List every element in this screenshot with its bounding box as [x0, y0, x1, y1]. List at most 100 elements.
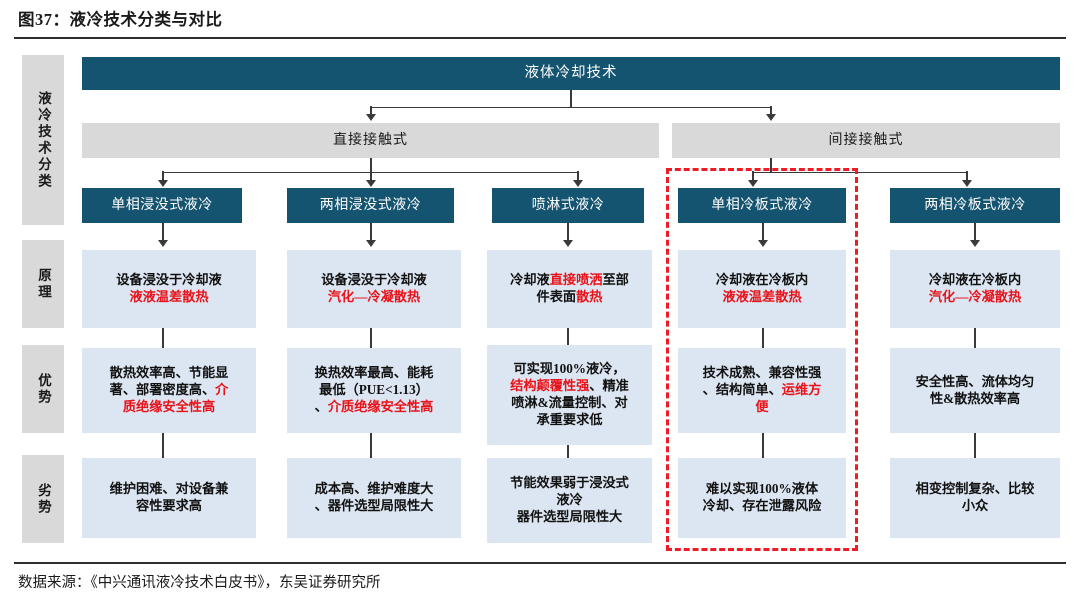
disadvantage-cell-2-line1: 成本高、维护难度大	[314, 481, 434, 497]
advantage-cell-2-line1: 换热效率最高、能耗	[314, 365, 434, 381]
connector-indirect-bar	[753, 171, 968, 173]
disadvantage-cell-5-line1: 相变控制复杂、比较	[915, 481, 1035, 497]
principle-cell-4-line2: 液液温差散热	[722, 289, 802, 304]
row-label-classification: 液冷技术分类	[22, 55, 64, 225]
title-divider	[14, 37, 1066, 39]
advantage-cell-5[interactable]: 安全性高、流体均匀 性&散热效率高	[890, 348, 1060, 433]
advantage-cell-3-line4: 承重要求低	[536, 411, 603, 427]
connector-cat1-principle	[162, 223, 164, 241]
advantage-cell-3-line1: 可实现100%液冷，	[513, 361, 626, 377]
disadvantage-cell-2-line2: 、器件选型局限性大	[314, 498, 434, 513]
disadvantage-cell-5[interactable]: 相变控制复杂、比较 小众	[890, 458, 1060, 538]
connector-advantage4-disadvantage	[762, 433, 764, 458]
disadvantage-cell-5-line2: 小众	[961, 498, 989, 513]
arrow-category-3	[573, 180, 583, 187]
principle-cell-1-line2: 液液温差散热	[129, 289, 209, 304]
connector-principle4-advantage	[762, 328, 764, 348]
arrow-principle-4	[758, 240, 768, 247]
connector-advantage5-disadvantage	[974, 433, 976, 458]
advantage-cell-3-line3: 喷淋&流量控制、对	[511, 395, 628, 410]
category-header-3[interactable]: 喷淋式液冷	[492, 188, 644, 223]
connector-indirect-stem	[770, 158, 772, 172]
advantage-cell-1-line3: 质绝缘安全性高	[122, 398, 216, 414]
disadvantage-cell-4-line2: 冷却、存在泄露风险	[702, 498, 822, 513]
arrow-principle-1	[158, 240, 168, 247]
connector-cat2-principle	[370, 223, 372, 241]
connector-cat3-principle	[567, 223, 569, 241]
advantage-cell-3-line2: 结构颠覆性强、精准	[510, 378, 629, 394]
disadvantage-cell-1[interactable]: 维护困难、对设备兼 容性要求高	[82, 458, 256, 538]
advantage-cell-4-line1: 技术成熟、兼容性强	[702, 365, 822, 381]
principle-cell-5[interactable]: 冷却液在冷板内 汽化—冷凝散热	[890, 250, 1060, 328]
advantage-cell-2-line2: 最低（PUE<1.13）	[319, 382, 429, 398]
principle-cell-3-line1: 冷却液直接喷洒至部	[510, 272, 629, 288]
category-header-2[interactable]: 两相浸没式液冷	[287, 188, 454, 223]
principle-cell-4[interactable]: 冷却液在冷板内 液液温差散热	[678, 250, 846, 328]
row-label-disadvantage: 劣势	[22, 455, 64, 543]
connector-direct-c2	[370, 171, 372, 182]
arrow-category-1	[158, 180, 168, 187]
connector-indirect-c5	[966, 171, 968, 182]
disadvantage-cell-4[interactable]: 难以实现100%液体 冷却、存在泄露风险	[678, 458, 846, 538]
advantage-cell-5-line2: 性&散热效率高	[929, 390, 1021, 406]
row-label-advantage: 优势	[22, 345, 64, 433]
principle-cell-2-line1: 设备浸没于冷却液	[321, 272, 427, 288]
source-note: 数据来源：《中兴通讯液冷技术白皮书》，东吴证券研究所	[18, 575, 381, 591]
connector-direct-c1	[162, 171, 164, 182]
advantage-cell-1-line1: 散热效率高、节能显	[109, 365, 229, 381]
arrow-category-2	[366, 180, 376, 187]
connector-advantage3-disadvantage	[567, 445, 569, 458]
connector-indirect-c4	[752, 171, 754, 182]
principle-cell-3-line2: 件表面散热	[536, 289, 603, 304]
arrow-category-5	[962, 180, 972, 187]
connector-advantage2-disadvantage	[370, 433, 372, 458]
advantage-cell-4-line3: 便	[755, 398, 769, 414]
node-root[interactable]: 液体冷却技术	[82, 57, 1060, 90]
advantage-cell-4[interactable]: 技术成熟、兼容性强 、结构简单、运维方 便	[678, 348, 846, 433]
category-header-5[interactable]: 两相冷板式液冷	[890, 188, 1060, 223]
node-indirect-contact[interactable]: 间接接触式	[672, 123, 1060, 158]
arrow-principle-5	[970, 240, 980, 247]
disadvantage-cell-4-line1: 难以实现100%液体	[705, 481, 819, 497]
connector-cat4-principle	[762, 223, 764, 241]
category-header-4[interactable]: 单相冷板式液冷	[678, 188, 846, 223]
connector-branch-left-drop	[370, 106, 372, 116]
connector-branch-bar	[371, 106, 771, 108]
connector-direct-c3	[577, 171, 579, 182]
principle-cell-2-line2: 汽化—冷凝散热	[327, 289, 421, 304]
node-direct-contact[interactable]: 直接接触式	[82, 123, 659, 158]
arrow-principle-2	[366, 240, 376, 247]
advantage-cell-3[interactable]: 可实现100%液冷， 结构颠覆性强、精准 喷淋&流量控制、对 承重要求低	[487, 345, 652, 445]
advantage-cell-1[interactable]: 散热效率高、节能显 著、部署密度高、介 质绝缘安全性高	[82, 348, 256, 433]
principle-cell-5-line1: 冷却液在冷板内	[928, 272, 1022, 288]
category-header-1[interactable]: 单相浸没式液冷	[82, 188, 242, 223]
disadvantage-cell-3-line3: 器件选型局限性大	[516, 508, 623, 524]
arrow-principle-3	[563, 240, 573, 247]
principle-cell-4-line1: 冷却液在冷板内	[715, 272, 809, 288]
disadvantage-cell-3[interactable]: 节能效果弱于浸没式 液冷 器件选型局限性大	[487, 458, 652, 543]
principle-cell-5-line2: 汽化—冷凝散热	[928, 289, 1022, 304]
connector-principle3-advantage	[567, 328, 569, 348]
connector-principle1-advantage	[162, 328, 164, 348]
disadvantage-cell-1-line2: 容性要求高	[136, 498, 202, 513]
connector-principle5-advantage	[974, 328, 976, 348]
connector-direct-stem	[370, 158, 372, 172]
arrow-branch-right	[766, 114, 776, 121]
connector-advantage1-disadvantage	[162, 433, 164, 458]
advantage-cell-2-line3: 、介质绝缘安全性高	[314, 398, 434, 414]
connector-branch-right-drop	[770, 106, 772, 116]
advantage-cell-2[interactable]: 换热效率最高、能耗 最低（PUE<1.13） 、介质绝缘安全性高	[287, 348, 461, 433]
arrow-branch-left	[366, 114, 376, 121]
disadvantage-cell-3-line1: 节能效果弱于浸没式	[510, 475, 629, 491]
connector-root-stem	[570, 90, 572, 108]
principle-cell-1-line1: 设备浸没于冷却液	[116, 272, 222, 288]
principle-cell-3[interactable]: 冷却液直接喷洒至部 件表面散热	[487, 250, 652, 328]
advantage-cell-1-line2: 著、部署密度高、介	[109, 382, 229, 398]
disadvantage-cell-2[interactable]: 成本高、维护难度大 、器件选型局限性大	[287, 458, 461, 538]
advantage-cell-4-line2: 、结构简单、运维方	[702, 382, 822, 398]
connector-principle2-advantage	[370, 328, 372, 348]
principle-cell-1[interactable]: 设备浸没于冷却液 液液温差散热	[82, 250, 256, 328]
arrow-category-4	[748, 180, 758, 187]
principle-cell-2[interactable]: 设备浸没于冷却液 汽化—冷凝散热	[287, 250, 461, 328]
